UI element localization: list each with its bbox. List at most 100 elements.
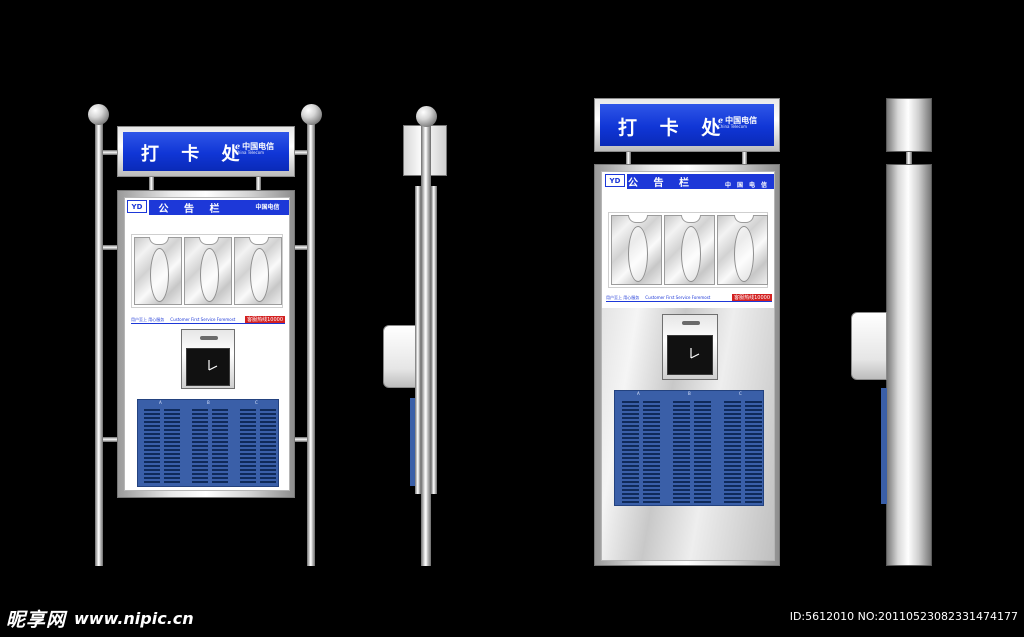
card-slot-line[interactable] [622, 413, 639, 415]
card-slot-line[interactable] [260, 477, 276, 479]
card-slot-line[interactable] [673, 441, 690, 443]
card-slot-line[interactable] [643, 429, 660, 431]
card-slot-line[interactable] [260, 417, 276, 419]
card-slot-line[interactable] [240, 457, 256, 459]
card-slot-line[interactable] [724, 437, 741, 439]
card-slot-line[interactable] [724, 417, 741, 419]
card-slot-line[interactable] [673, 489, 690, 491]
card-slot-line[interactable] [745, 445, 762, 447]
card-slot-line[interactable] [212, 421, 228, 423]
card-slot-line[interactable] [260, 441, 276, 443]
card-slot-line[interactable] [694, 481, 711, 483]
card-slot-line[interactable] [694, 437, 711, 439]
card-slot-line[interactable] [260, 457, 276, 459]
card-slot-line[interactable] [673, 437, 690, 439]
card-slot-line[interactable] [144, 465, 160, 467]
card-slot-line[interactable] [212, 465, 228, 467]
card-slot-line[interactable] [192, 473, 208, 475]
card-slot-line[interactable] [192, 433, 208, 435]
card-slot-line[interactable] [212, 477, 228, 479]
card-slot-line[interactable] [745, 417, 762, 419]
card-slot-line[interactable] [144, 429, 160, 431]
card-slot-line[interactable] [724, 413, 741, 415]
card-slot-line[interactable] [240, 473, 256, 475]
card-slot-line[interactable] [694, 401, 711, 403]
card-slot-line[interactable] [694, 501, 711, 503]
card-slot-line[interactable] [240, 409, 256, 411]
card-slot-line[interactable] [643, 469, 660, 471]
card-slot-line[interactable] [694, 457, 711, 459]
card-slot-line[interactable] [694, 469, 711, 471]
card-slot-line[interactable] [673, 469, 690, 471]
card-slot-line[interactable] [164, 425, 180, 427]
card-slot-line[interactable] [694, 409, 711, 411]
card-slot-line[interactable] [745, 401, 762, 403]
card-slot-line[interactable] [240, 477, 256, 479]
card-slot-line[interactable] [240, 433, 256, 435]
card-slot-line[interactable] [260, 425, 276, 427]
card-slot-line[interactable] [260, 449, 276, 451]
card-slot-line[interactable] [240, 417, 256, 419]
card-slot-line[interactable] [240, 421, 256, 423]
card-slot-line[interactable] [164, 409, 180, 411]
card-slot-line[interactable] [622, 417, 639, 419]
card-slot-line[interactable] [212, 461, 228, 463]
card-slot-line[interactable] [192, 449, 208, 451]
card-slot-line[interactable] [673, 421, 690, 423]
card-slot-line[interactable] [622, 405, 639, 407]
card-slot-line[interactable] [240, 425, 256, 427]
card-slot-line[interactable] [724, 441, 741, 443]
card-slot-line[interactable] [144, 413, 160, 415]
time-clock[interactable] [662, 314, 718, 380]
card-slot-line[interactable] [240, 449, 256, 451]
card-slot-line[interactable] [212, 409, 228, 411]
card-slot-line[interactable] [745, 465, 762, 467]
card-slot-line[interactable] [673, 405, 690, 407]
card-slot-line[interactable] [745, 493, 762, 495]
card-slot-line[interactable] [164, 445, 180, 447]
card-slot-line[interactable] [745, 485, 762, 487]
card-slot-line[interactable] [622, 497, 639, 499]
card-slot-line[interactable] [724, 481, 741, 483]
card-slot-line[interactable] [745, 433, 762, 435]
card-slot-line[interactable] [724, 489, 741, 491]
card-slot-line[interactable] [240, 413, 256, 415]
card-slot-line[interactable] [260, 465, 276, 467]
card-slot-line[interactable] [643, 501, 660, 503]
card-slot-line[interactable] [144, 445, 160, 447]
notice-pocket[interactable] [717, 215, 768, 285]
card-slot-line[interactable] [164, 457, 180, 459]
card-slot-line[interactable] [260, 413, 276, 415]
card-slot-line[interactable] [673, 481, 690, 483]
card-slot-line[interactable] [643, 489, 660, 491]
card-slot-line[interactable] [164, 473, 180, 475]
card-slot-line[interactable] [724, 477, 741, 479]
card-slot-line[interactable] [144, 457, 160, 459]
card-slot-line[interactable] [724, 485, 741, 487]
card-slot-line[interactable] [192, 465, 208, 467]
card-slot-line[interactable] [673, 477, 690, 479]
card-slot-line[interactable] [643, 481, 660, 483]
card-slot-line[interactable] [694, 449, 711, 451]
card-slot-line[interactable] [745, 421, 762, 423]
card-slot-line[interactable] [643, 433, 660, 435]
card-slot-line[interactable] [622, 457, 639, 459]
card-slot-line[interactable] [164, 441, 180, 443]
card-slot-line[interactable] [622, 493, 639, 495]
card-slot-line[interactable] [192, 461, 208, 463]
card-slot-line[interactable] [694, 493, 711, 495]
card-slot-line[interactable] [192, 469, 208, 471]
card-slot-line[interactable] [673, 485, 690, 487]
card-slot-line[interactable] [643, 405, 660, 407]
card-slot-line[interactable] [724, 465, 741, 467]
card-slot-line[interactable] [745, 425, 762, 427]
card-slot-line[interactable] [673, 461, 690, 463]
card-slot-line[interactable] [622, 449, 639, 451]
card-slot-line[interactable] [643, 457, 660, 459]
card-slot-line[interactable] [164, 413, 180, 415]
card-slot-line[interactable] [622, 445, 639, 447]
card-slot-line[interactable] [164, 433, 180, 435]
card-slot-line[interactable] [212, 441, 228, 443]
card-slot-line[interactable] [144, 477, 160, 479]
card-slot-line[interactable] [622, 441, 639, 443]
